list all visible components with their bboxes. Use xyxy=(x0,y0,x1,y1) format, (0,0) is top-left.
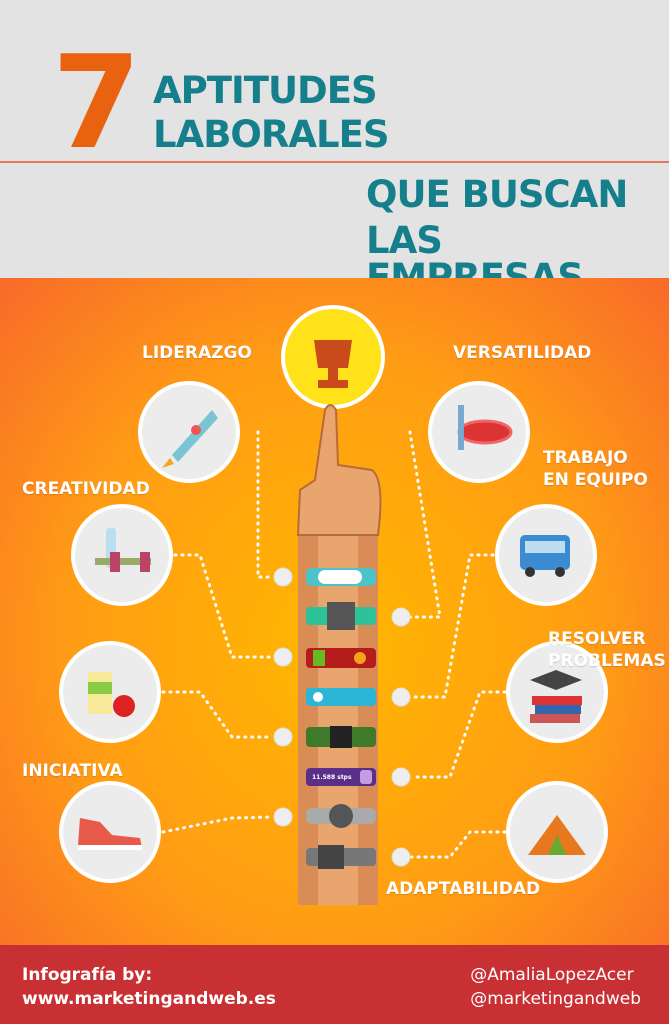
books-graduation-icon xyxy=(530,670,582,723)
number-seven: 7 xyxy=(52,29,142,178)
connector-lines xyxy=(161,430,507,859)
arm-hand-icon xyxy=(296,404,382,905)
footer-handle-1[interactable]: @AmaliaLopezAcer xyxy=(470,965,634,985)
footer: Infografía by: www.marketingandweb.es @Am… xyxy=(0,945,669,1024)
rocket-icon xyxy=(162,410,218,468)
footer-credit: Infografía by: xyxy=(22,965,153,985)
label-resolver-line1: RESOLVER xyxy=(548,629,646,649)
title-line1: APTITUDES xyxy=(153,69,378,112)
trophy-icon xyxy=(314,340,352,388)
label-creatividad: CREATIVIDAD xyxy=(22,479,150,499)
connector-dots xyxy=(273,567,411,867)
label-versatilidad: VERSATILIDAD xyxy=(453,343,592,363)
footer-handle-2[interactable]: @marketingandweb xyxy=(470,989,641,1009)
label-trabajo-line1: TRABAJO xyxy=(543,448,628,468)
tent-icon xyxy=(528,815,586,855)
label-resolver-line2: PROBLEMAS xyxy=(548,651,666,671)
label-liderazgo: LIDERAZGO xyxy=(142,343,252,363)
footer-site-link[interactable]: www.marketingandweb.es xyxy=(22,989,276,1009)
label-adaptabilidad: ADAPTABILIDAD xyxy=(386,879,541,899)
smartwatches xyxy=(306,568,376,869)
watch-steps-text: 11.588 stps xyxy=(312,774,352,781)
snorkel-mask-icon xyxy=(457,405,513,450)
title-line2: LABORALES xyxy=(153,113,389,156)
sneaker-icon xyxy=(78,818,142,850)
healthy-food-icon xyxy=(88,672,135,717)
label-iniciativa: INICIATIVA xyxy=(22,761,123,781)
bus-icon xyxy=(520,535,570,577)
subtitle-line1: QUE BUSCAN xyxy=(366,173,628,216)
divider xyxy=(0,161,669,163)
dumbbell-water-icon xyxy=(95,528,151,572)
trophy-rank: 1 xyxy=(328,342,338,357)
header: 7 APTITUDES LABORALES QUE BUSCAN LAS EMP… xyxy=(0,0,669,296)
label-trabajo-line2: EN EQUIPO xyxy=(543,470,648,490)
